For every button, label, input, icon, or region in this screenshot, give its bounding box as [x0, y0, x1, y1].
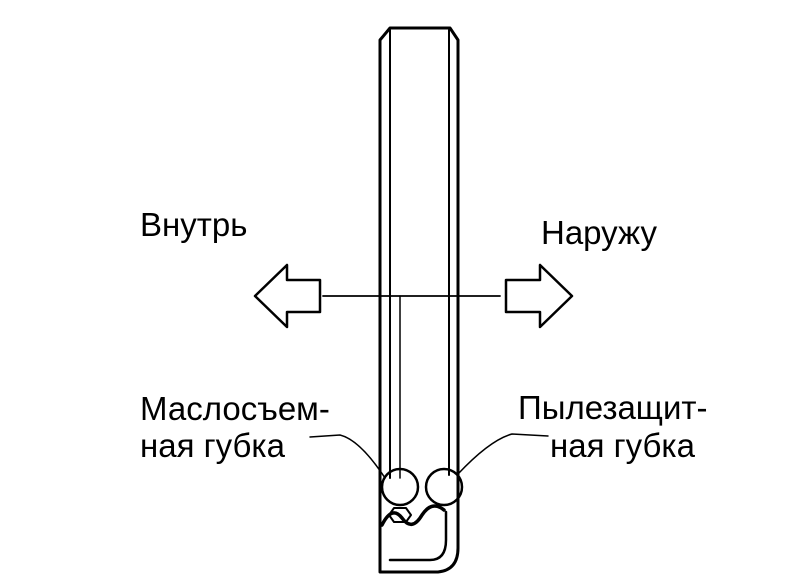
label-dust-line2: ная губка	[550, 427, 695, 464]
label-oil-scraper-line1: Маслосъем-	[140, 390, 330, 427]
oil-scraper-leader	[309, 434, 386, 479]
label-inward: Внутрь	[140, 206, 248, 243]
left-arrow-outline-icon	[253, 263, 322, 329]
dust-leader	[457, 433, 549, 475]
label-outward: Наружу	[541, 214, 657, 251]
seal-bottom-inner	[388, 510, 448, 562]
spring-wave	[380, 504, 446, 527]
label-oil-scraper-line2: ная губка	[140, 427, 285, 464]
oil-scraper-lip-circle	[380, 467, 420, 507]
right-arrow-outline-icon	[504, 263, 574, 329]
dust-lip-circle	[424, 467, 464, 507]
spring-nut	[388, 507, 412, 523]
label-dust-line1: Пылезащит-	[518, 389, 708, 426]
seal-body-outline	[378, 26, 460, 574]
